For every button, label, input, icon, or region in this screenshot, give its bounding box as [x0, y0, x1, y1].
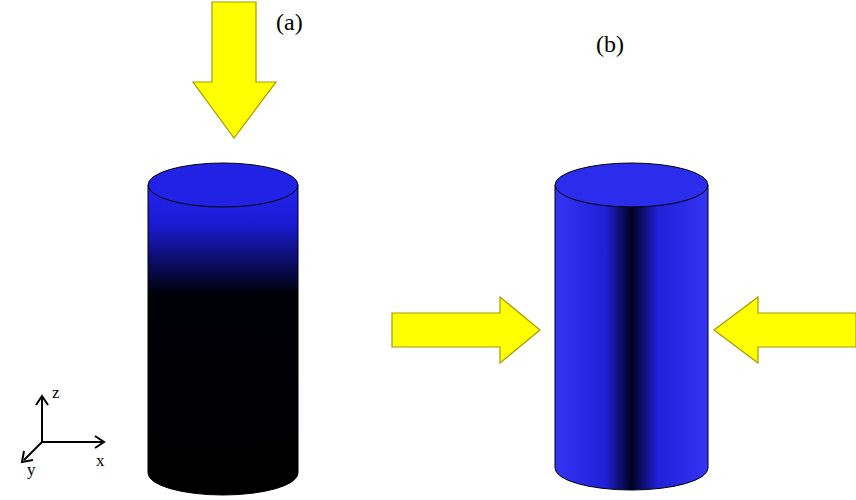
axis-label: x	[96, 452, 105, 469]
axis-label: z	[52, 384, 60, 401]
light-arrow	[392, 297, 540, 363]
light-arrow	[714, 297, 856, 363]
cylinder-a	[148, 163, 298, 495]
panel-label: (a)	[276, 10, 303, 34]
axis-label: y	[27, 461, 36, 478]
axis-triad	[22, 396, 104, 462]
panel-label: (b)	[596, 32, 624, 56]
cylinder-b	[555, 163, 708, 490]
light-arrow	[193, 2, 276, 138]
